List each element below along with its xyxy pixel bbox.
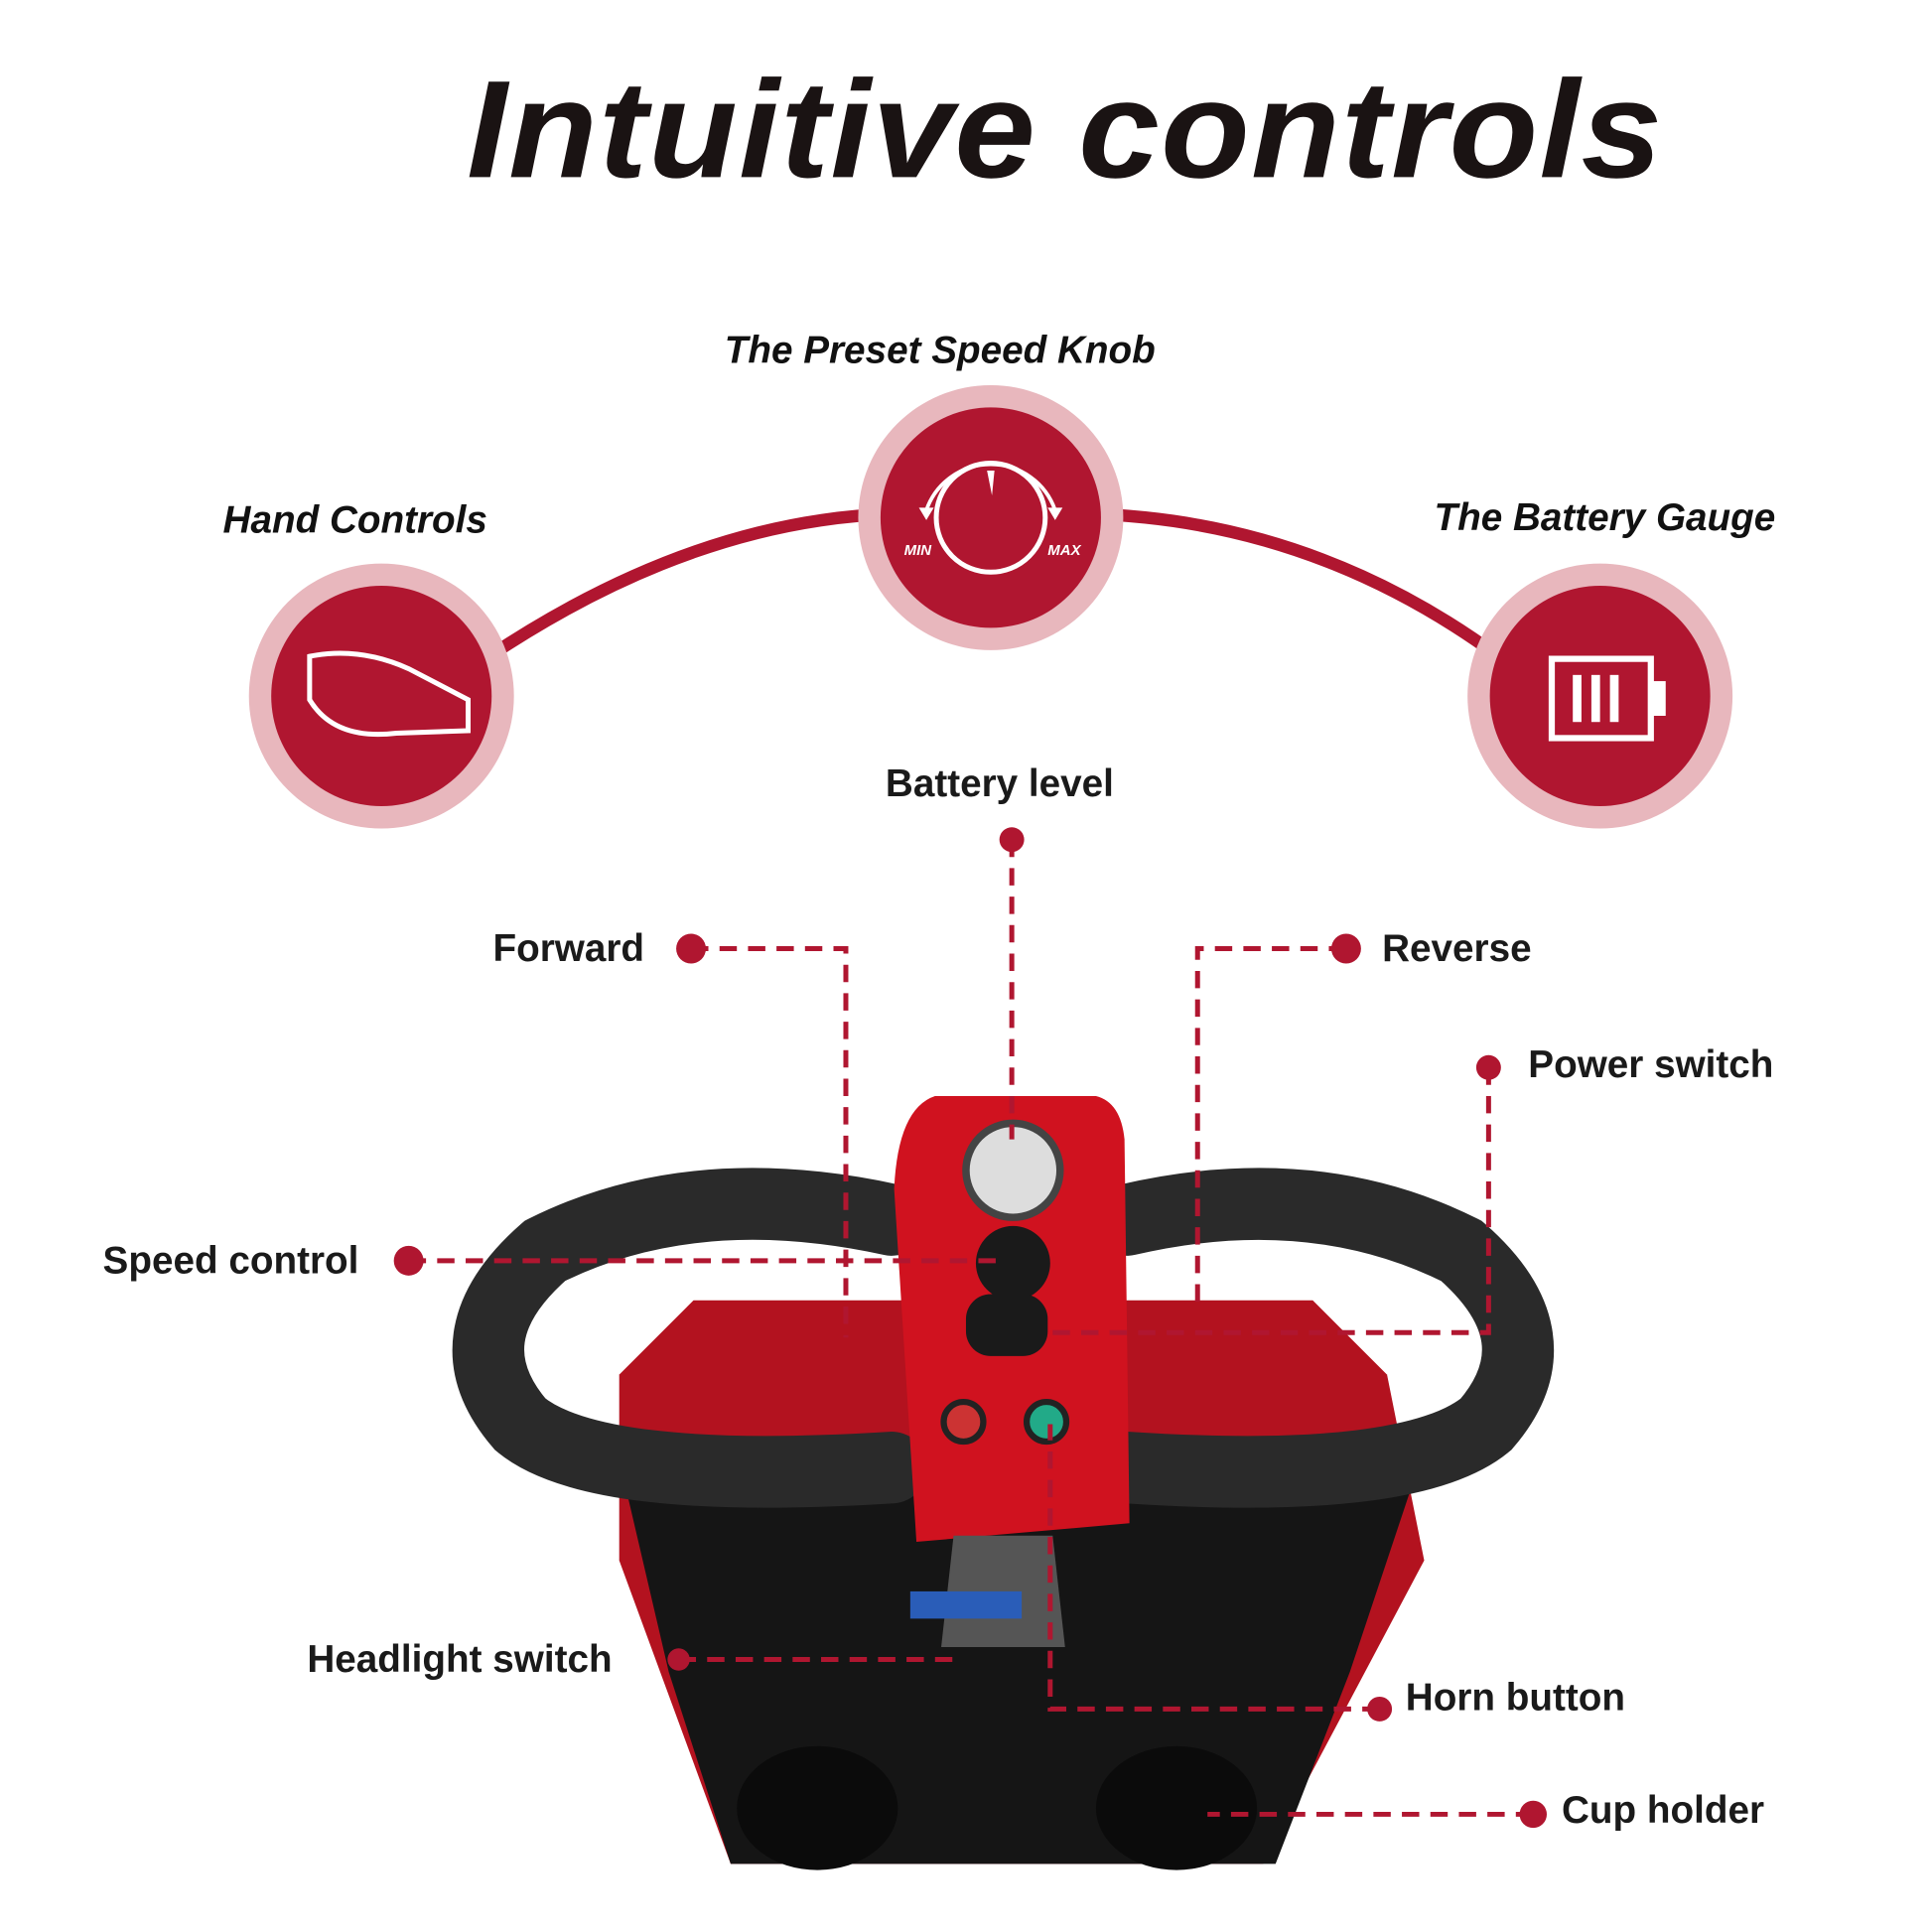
callout-horn-button: Horn button [1405,1675,1625,1720]
speed-knob-icon [858,384,1124,650]
knob-min-label: MIN [903,541,932,559]
callout-headlight-switch: Headlight switch [307,1637,613,1681]
feature-speed-knob: The Preset Speed Knob [724,328,1156,372]
scooter-photo [452,1095,1554,1870]
hand-grip-icon [248,563,514,829]
callout-speed-control: Speed control [102,1238,359,1283]
feature-battery-gauge: The Battery Gauge [1434,494,1776,539]
connector-arc [485,507,1503,662]
callout-dots [393,827,1548,1829]
feature-hand-controls: Hand Controls [222,497,487,542]
battery-icon [1467,563,1733,829]
callout-cup-holder: Cup holder [1561,1788,1765,1832]
page-title: Intuitive controls [467,52,1664,207]
callout-battery-level: Battery level [885,761,1114,805]
knob-max-label: MAX [1047,541,1081,559]
callout-forward: Forward [492,926,645,970]
callout-lines [408,839,1534,1817]
callout-reverse: Reverse [1382,926,1532,970]
callout-power-switch: Power switch [1528,1042,1774,1086]
